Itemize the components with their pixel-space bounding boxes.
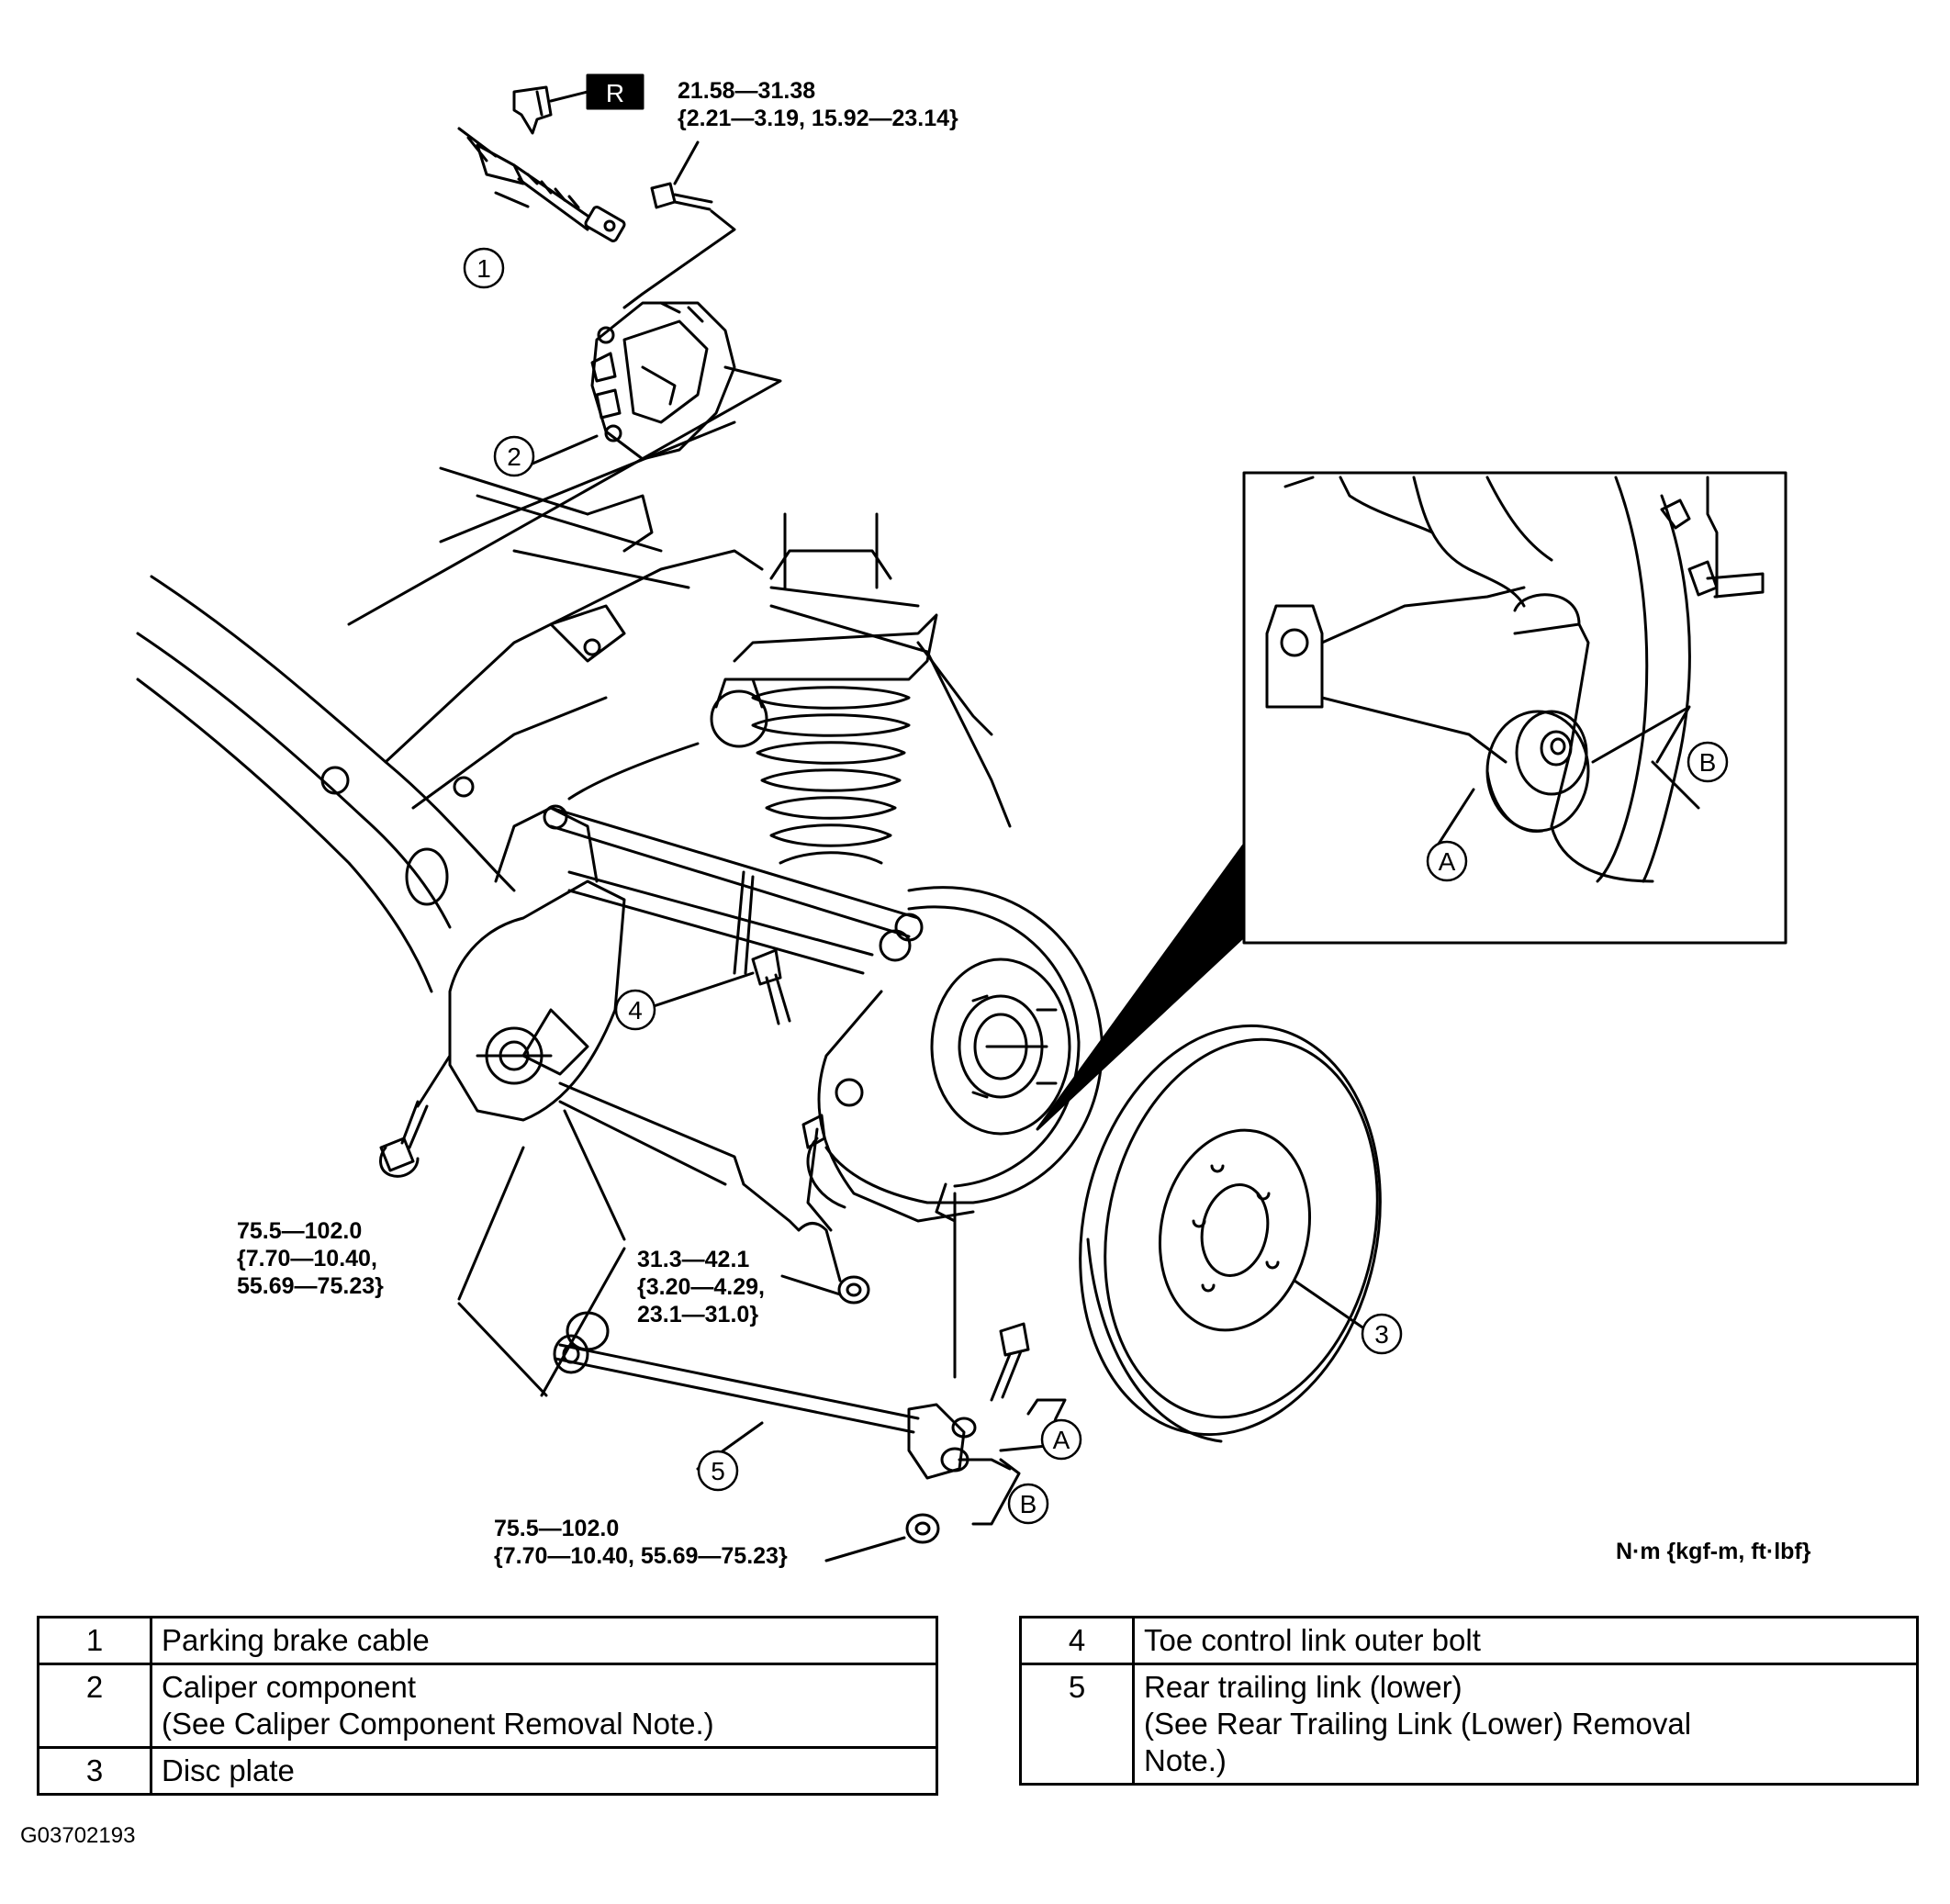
callout-2-circle (493, 435, 535, 477)
callout-2: 2 (507, 442, 521, 471)
callout-a: A (1053, 1426, 1070, 1454)
callout-a-circle (1040, 1418, 1082, 1461)
torque-trailing-link-nut-alt: {7.70—10.40, 55.69—75.23} (494, 1543, 788, 1569)
part-number: 3 (37, 1746, 152, 1796)
torque-trailing-link-nut: 75.5—102.0 {7.70—10.40, 55.69—75.23} (494, 1515, 788, 1570)
inset-callout-a: A (1439, 847, 1456, 876)
callout-3: 3 (1374, 1320, 1389, 1349)
caliper-component (590, 301, 736, 461)
figure-id: G03702193 (20, 1823, 136, 1848)
rear-subframe (136, 466, 1012, 993)
part-number: 1 (37, 1616, 152, 1665)
part-number: 2 (37, 1663, 152, 1749)
torque-knuckle-bolt-alt1: {7.70—10.40, (237, 1246, 377, 1271)
toe-control-link-outer-bolt (641, 948, 791, 1025)
torque-knuckle-bolt-alt2: 55.69—75.23} (237, 1273, 384, 1299)
parts-table-left: 1 Parking brake cable 2 Caliper componen… (37, 1616, 938, 1796)
torque-trailing-link-nut-value: 75.5—102.0 (494, 1516, 620, 1541)
trailing-link-bolt (990, 1322, 1030, 1402)
table-row: 1 Parking brake cable (37, 1616, 938, 1665)
coil-spring-strut (733, 512, 993, 865)
part-description-cell: Rear trailing link (lower) (See Rear Tra… (1132, 1663, 1919, 1786)
inset-bushing-detail (1265, 476, 1765, 883)
leader-toe-nut (780, 1274, 842, 1296)
callout-5: 5 (711, 1457, 725, 1485)
table-row: 2 Caliper component (See Caliper Compone… (37, 1663, 938, 1749)
disc-plate (1079, 1024, 1382, 1443)
parts-table-right: 4 Toe control link outer bolt 5 Rear tra… (1019, 1616, 1919, 1786)
toe-control-link (543, 804, 924, 975)
leader-inset-b (1651, 760, 1700, 810)
torque-cable-bolt-alt: {2.21—3.19, 15.92—23.14} (678, 106, 958, 131)
part-description: Disc plate (150, 1746, 938, 1796)
leader-1 (494, 191, 530, 208)
part-number: 4 (1019, 1616, 1135, 1665)
part-description: Toe control link outer bolt (1132, 1616, 1919, 1665)
r-badge-label: R (606, 79, 624, 107)
torque-toe-link-nut-alt1: {3.20—4.29, (637, 1274, 765, 1300)
part-description: Caliper component (162, 1670, 416, 1704)
units-note: N·m {kgf-m, ft·lbf} (1616, 1539, 1811, 1564)
hub-and-dust-shield (806, 886, 1104, 1223)
callout-1-circle (463, 247, 505, 289)
callout-5-circle (697, 1450, 739, 1492)
callout-b: B (1020, 1490, 1037, 1518)
table-row: 3 Disc plate (37, 1746, 938, 1796)
part-number: 5 (1019, 1663, 1135, 1786)
knuckle-bolt (379, 1054, 452, 1178)
rear-trailing-link-lower (553, 1311, 1012, 1480)
callout-3-circle (1361, 1313, 1403, 1355)
parking-brake-cable (457, 85, 626, 242)
part-note: (See Rear Trailing Link (Lower) Removal (1144, 1707, 1692, 1741)
torque-knuckle-bolt-value: 75.5—102.0 (237, 1218, 363, 1244)
cable-bolt (650, 140, 713, 211)
part-note-cont: Note.) (1144, 1743, 1227, 1777)
inset-callout-b: B (1699, 748, 1717, 777)
part-description: Parking brake cable (150, 1616, 938, 1665)
r-badge-box (586, 73, 644, 110)
table-row: 4 Toe control link outer bolt (1019, 1616, 1919, 1665)
inset-callout-b-circle (1687, 741, 1729, 783)
leader-trailing-nut (824, 1536, 906, 1562)
callout-1: 1 (476, 254, 491, 283)
torque-toe-link-nut-value: 31.3—42.1 (637, 1247, 750, 1272)
part-description-cell: Caliper component (See Caliper Component… (150, 1663, 938, 1749)
torque-toe-link-nut: 31.3—42.1 {3.20—4.29, 23.1—31.0} (637, 1246, 765, 1328)
torque-cable-bolt-value: 21.58—31.38 (678, 78, 816, 104)
torque-knuckle-bolt: 75.5—102.0 {7.70—10.40, 55.69—75.23} (237, 1217, 384, 1300)
leader-3 (1293, 1279, 1370, 1333)
callout-b-circle (1007, 1483, 1049, 1525)
part-note: (See Caliper Component Removal Note.) (162, 1707, 714, 1741)
part-description: Rear trailing link (lower) (1144, 1670, 1462, 1704)
toe-link-nut (797, 1114, 870, 1305)
inset-callout-a-circle (1426, 840, 1468, 882)
torque-toe-link-nut-alt2: 23.1—31.0} (637, 1302, 759, 1327)
callout-4-circle (614, 989, 656, 1031)
trailing-link-nut (905, 1513, 940, 1544)
table-row: 5 Rear trailing link (lower) (See Rear T… (1019, 1663, 1919, 1786)
torque-cable-bolt: 21.58—31.38 {2.21—3.19, 15.92—23.14} (678, 77, 958, 132)
callout-4: 4 (628, 996, 643, 1025)
leader-2 (531, 434, 599, 465)
inset-detail-box (1242, 471, 1788, 945)
